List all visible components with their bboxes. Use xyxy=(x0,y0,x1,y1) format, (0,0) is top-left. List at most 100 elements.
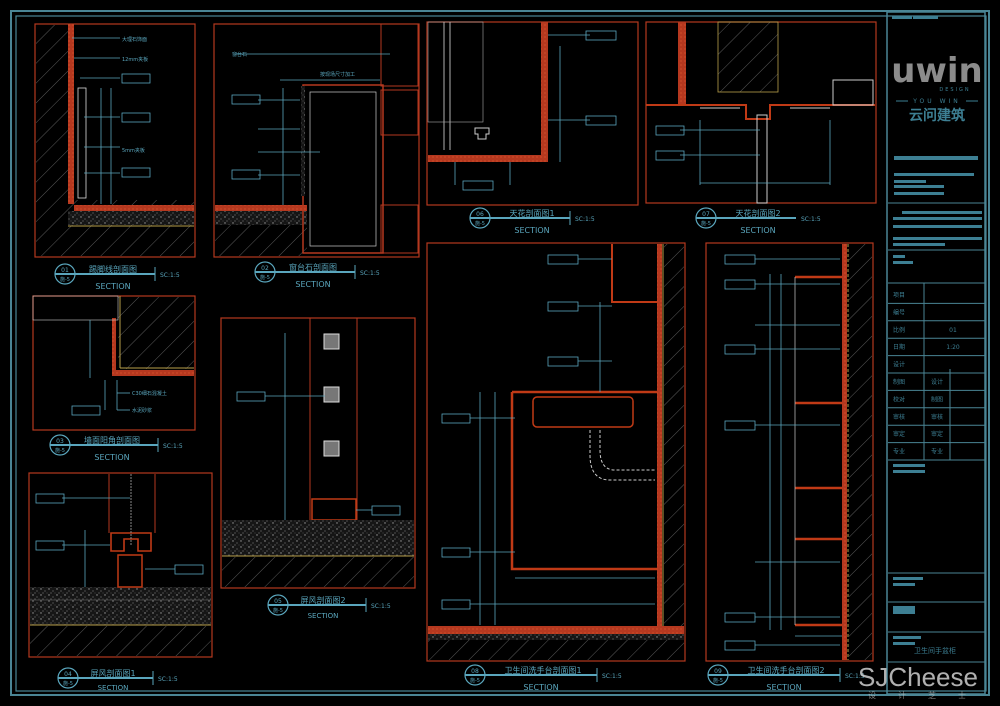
detail-panel-05 xyxy=(220,317,416,589)
title-block: uwin DESIGN YOU WIN 云问建筑 xyxy=(886,11,986,695)
section-label-09: 09 施-5 卫生间洗手台剖面图2 SECTION SC:1:5 xyxy=(707,664,865,692)
title-block-row-label: 编号 xyxy=(893,308,905,316)
company-info-bars xyxy=(894,156,978,195)
svg-text:墙面阳角剖面图: 墙面阳角剖面图 xyxy=(84,435,140,445)
svg-text:09: 09 xyxy=(714,668,722,675)
sheet-frame xyxy=(10,10,990,696)
section-label-01: 01 施-5 踢脚线剖面图 SECTION SC:1:5 xyxy=(54,263,180,291)
title-block-row-label: 比例 xyxy=(893,326,905,334)
watermark-sub: 设计芝士 xyxy=(868,691,988,700)
title-block-row-value: 1:20 xyxy=(946,344,960,351)
svg-text:SC:1:5: SC:1:5 xyxy=(163,443,183,450)
svg-text:按现场尺寸加工: 按现场尺寸加工 xyxy=(320,71,355,78)
svg-text:施-5: 施-5 xyxy=(713,677,723,684)
svg-text:卫生间洗手台剖面图2: 卫生间洗手台剖面图2 xyxy=(747,665,824,675)
svg-text:水泥砂浆: 水泥砂浆 xyxy=(132,407,152,414)
svg-text:SECTION: SECTION xyxy=(94,453,129,462)
section-label-04: 04 施-5 屏风剖面图1 SECTION SC:1:5 xyxy=(57,667,178,692)
logo-sub: DESIGN xyxy=(939,87,970,93)
svg-text:大理石饰面: 大理石饰面 xyxy=(122,36,147,43)
title-block-row-value: 审核 xyxy=(931,413,943,421)
title-block-row-label: 校对 xyxy=(893,395,905,403)
detail-panel-04 xyxy=(28,472,213,658)
svg-text:SC:1:5: SC:1:5 xyxy=(801,216,821,223)
section-label-06: 06 施-5 天花剖面图1 SECTION SC:1:5 xyxy=(469,207,595,235)
title-block-row-label: 日期 xyxy=(893,343,905,351)
svg-text:SC:1:5: SC:1:5 xyxy=(845,673,865,680)
svg-text:C30细石混凝土: C30细石混凝土 xyxy=(132,390,167,397)
section-scale: SC:1:5 xyxy=(160,272,180,279)
svg-text:施-5: 施-5 xyxy=(701,220,711,227)
detail-panel-07 xyxy=(645,21,877,204)
svg-text:SECTION: SECTION xyxy=(766,683,801,692)
logo-cn: 云问建筑 xyxy=(909,107,965,124)
svg-text:施-5: 施-5 xyxy=(273,607,283,614)
title-block-row-value: 制图 xyxy=(931,395,943,403)
section-label-05: 05 施-5 屏风剖面图2 SECTION SC:1:5 xyxy=(267,594,391,620)
svg-text:施-5: 施-5 xyxy=(260,274,270,281)
title-block-row-label: 审核 xyxy=(893,413,905,421)
svg-text:SC:1:5: SC:1:5 xyxy=(602,673,622,680)
section-label-07: 07 施-5 天花剖面图2 SECTION SC:1:5 xyxy=(695,207,821,235)
svg-text:03: 03 xyxy=(56,438,64,445)
svg-text:屏风剖面图2: 屏风剖面图2 xyxy=(300,595,345,605)
svg-text:05: 05 xyxy=(274,598,282,605)
title-block-row-label: 制图 xyxy=(893,378,905,386)
title-block-row-value: 专业 xyxy=(931,448,943,456)
svg-text:08: 08 xyxy=(471,668,479,675)
section-caption: SECTION xyxy=(95,282,130,291)
drawing-name: 卫生间手盆柜 xyxy=(914,646,956,655)
svg-text:SECTION: SECTION xyxy=(514,226,549,235)
title-block-row-label: 设计 xyxy=(893,361,905,369)
logo-main: uwin xyxy=(891,51,982,91)
svg-text:SECTION: SECTION xyxy=(740,226,775,235)
svg-text:窗台石剖面图: 窗台石剖面图 xyxy=(289,262,337,272)
title-block-row-value: 01 xyxy=(949,327,957,334)
svg-text:施-5: 施-5 xyxy=(63,680,73,687)
svg-text:施-5: 施-5 xyxy=(470,677,480,684)
svg-text:天花剖面图2: 天花剖面图2 xyxy=(735,208,780,218)
svg-text:屏风剖面图1: 屏风剖面图1 xyxy=(90,668,135,678)
svg-text:施-5: 施-5 xyxy=(55,447,65,454)
svg-text:SC:1:5: SC:1:5 xyxy=(575,216,595,223)
svg-text:施-5: 施-5 xyxy=(475,220,485,227)
svg-text:SECTION: SECTION xyxy=(98,684,129,692)
svg-text:SC:1:5: SC:1:5 xyxy=(371,603,391,610)
detail-panel-01: 大理石饰面 12mm夹板 5mm夹板 xyxy=(34,23,196,258)
section-label-08: 08 施-5 卫生间洗手台剖面图1 SECTION SC:1:5 xyxy=(464,664,622,692)
svg-text:SECTION: SECTION xyxy=(308,612,339,620)
svg-text:SC:1:5: SC:1:5 xyxy=(360,270,380,277)
watermark: SJCheese xyxy=(858,662,978,692)
svg-text:卫生间洗手台剖面图1: 卫生间洗手台剖面图1 xyxy=(504,665,581,675)
title-block-row-value: 设计 xyxy=(931,378,943,386)
svg-text:5mm夹板: 5mm夹板 xyxy=(122,147,145,154)
svg-text:06: 06 xyxy=(476,211,484,218)
svg-text:窗台石: 窗台石 xyxy=(232,51,247,58)
section-label-03: 03 施-5 墙面阳角剖面图 SECTION SC:1:5 xyxy=(49,434,183,462)
svg-text:施-5: 施-5 xyxy=(60,276,70,283)
svg-text:SECTION: SECTION xyxy=(523,683,558,692)
section-title: 踢脚线剖面图 xyxy=(89,264,137,274)
detail-panel-09 xyxy=(705,242,874,662)
section-number: 01 xyxy=(61,267,69,274)
title-block-row-value: 审定 xyxy=(931,430,943,438)
logo-tagline: YOU WIN xyxy=(912,98,961,105)
title-block-row-label: 专业 xyxy=(893,448,905,456)
svg-text:天花剖面图1: 天花剖面图1 xyxy=(509,208,554,218)
title-block-lower: 卫生间手盆柜 xyxy=(888,459,985,663)
title-block-row-label: 审定 xyxy=(893,430,905,438)
section-label-02: 02 施-5 窗台石剖面图 SECTION SC:1:5 xyxy=(254,261,380,289)
svg-text:07: 07 xyxy=(702,211,710,218)
svg-text:SECTION: SECTION xyxy=(295,280,330,289)
detail-panel-06 xyxy=(426,21,639,206)
svg-text:04: 04 xyxy=(64,671,72,678)
svg-text:02: 02 xyxy=(261,265,269,272)
svg-text:12mm夹板: 12mm夹板 xyxy=(122,56,148,63)
detail-panel-08 xyxy=(426,242,686,662)
svg-text:SC:1:5: SC:1:5 xyxy=(158,676,178,683)
title-block-row-label: 项目 xyxy=(893,292,905,299)
